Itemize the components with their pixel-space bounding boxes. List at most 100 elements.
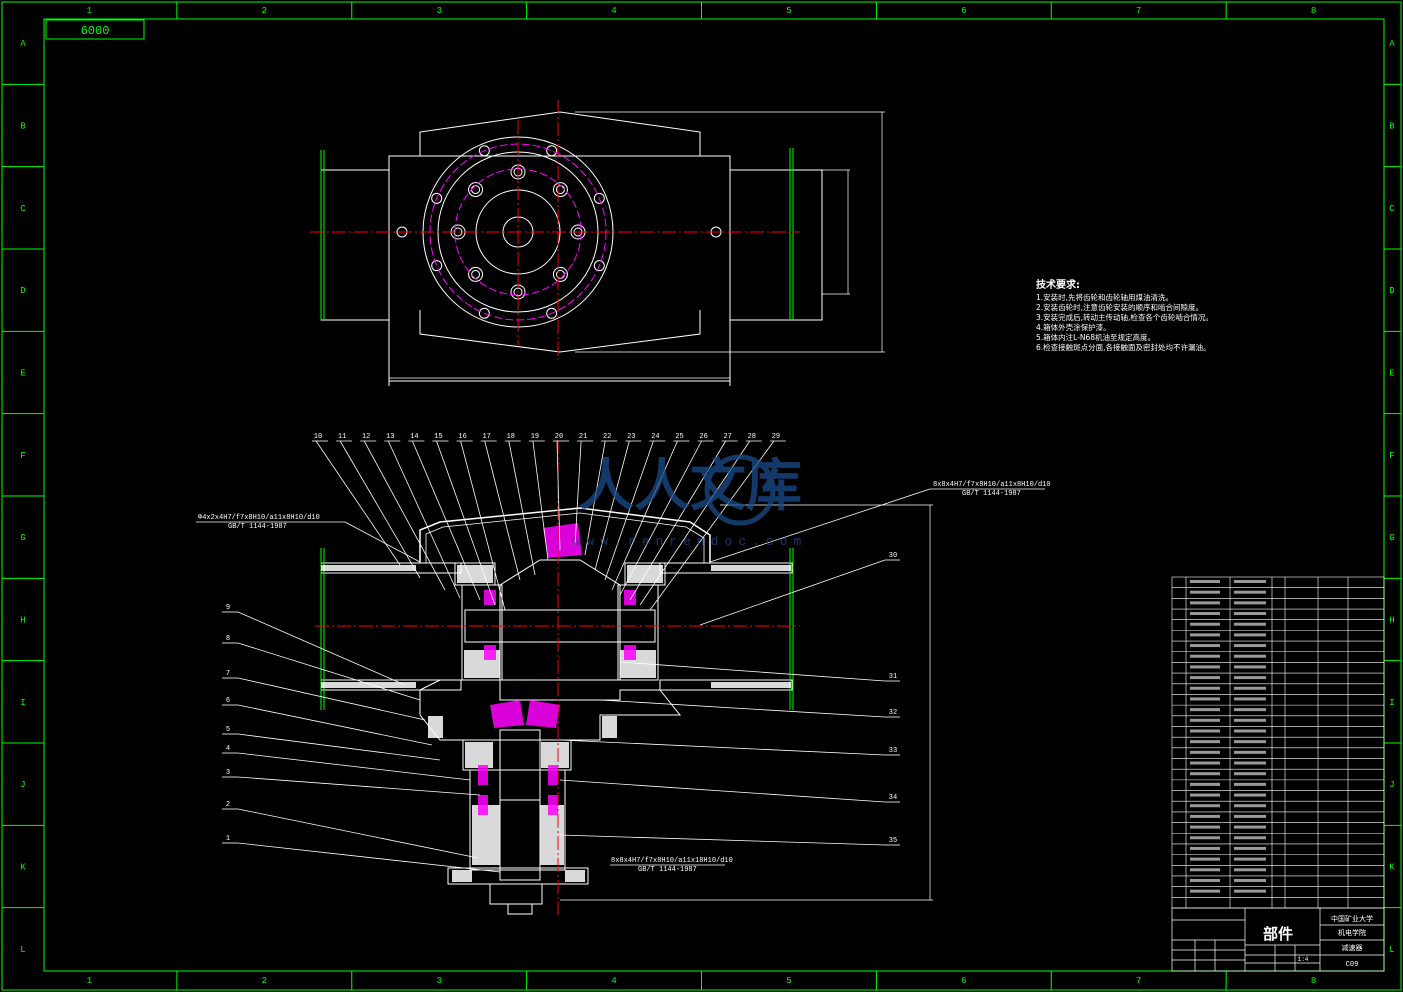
title-block-drawing-code: C09 <box>1346 961 1359 969</box>
fit-note-right-line2: GB/T 1144-1987 <box>962 490 1021 498</box>
grid-row-label: J <box>1389 780 1394 790</box>
leader-label: 34 <box>889 794 897 802</box>
bolt-hole <box>478 145 490 157</box>
fit-note-right-line1: 8x8x4H7/f7x8H10/a11x8H10/d10 <box>933 481 1051 489</box>
grid-row-label: C <box>20 204 26 214</box>
section-centerlines <box>315 440 800 915</box>
grid-col-label: 8 <box>1311 976 1316 986</box>
grid-col-label: 5 <box>786 976 791 986</box>
parts-list-table <box>1171 576 1385 909</box>
fit-note-bottom-line1: 8x8x4H7/f7x8H10/a11x18H10/d10 <box>611 857 733 865</box>
watermark: 人人文库 www.renrendoc.com <box>573 454 808 549</box>
leader-label: 28 <box>748 433 756 441</box>
grid-row-label: L <box>1389 945 1394 955</box>
bolt-hole-inner <box>468 266 484 282</box>
grid-col-label: 4 <box>611 976 616 986</box>
leader-label: 8 <box>226 635 230 643</box>
section-dimensions <box>560 504 933 901</box>
tech-req-line-2: 2.安装齿轮时,注意齿轮安装的顺序和啮合间隙度。 <box>1036 302 1203 312</box>
tech-req-line-6: 6.检查接触斑点分面,各接触面及密封处均不许漏油。 <box>1036 342 1211 352</box>
bolt-hole <box>431 260 443 272</box>
section-hatching <box>321 565 791 882</box>
grid-row-label: G <box>20 533 25 543</box>
leader-label: 24 <box>651 433 659 441</box>
leader-label: 16 <box>458 433 466 441</box>
leader-label: 1 <box>226 835 230 843</box>
grid-col-label: 7 <box>1136 976 1141 986</box>
fit-note-right: 8x8x4H7/f7x8H10/a11x8H10/d10 GB/T 1144-1… <box>930 481 1051 498</box>
grid-row-label: F <box>1389 451 1394 461</box>
leader-label: 4 <box>226 745 230 753</box>
leader-label: 11 <box>338 433 346 441</box>
grid-col-label: 1 <box>87 976 92 986</box>
grid-row-label: C <box>1389 204 1395 214</box>
grid-col-label: 1 <box>87 6 92 16</box>
leader-label: 10 <box>314 433 322 441</box>
grid-row-label: I <box>20 698 25 708</box>
title-block: 部件 中国矿业大学 机电学院 减速器 C09 1:4 <box>1171 907 1385 972</box>
grid-row-label: I <box>1389 698 1394 708</box>
leader-label: 2 <box>226 801 230 809</box>
watermark-url: www.renrendoc.com <box>573 534 808 549</box>
grid-row-label: G <box>1389 533 1394 543</box>
top-view <box>320 111 885 386</box>
leader-label: 12 <box>362 433 370 441</box>
grid-col-label: 4 <box>611 6 616 16</box>
section-gears <box>478 523 636 815</box>
drawing-number-text: 6000 <box>81 24 110 38</box>
bolt-hole-inner <box>552 266 568 282</box>
bolt-hole <box>593 192 605 204</box>
grid-col-label: 3 <box>436 976 441 986</box>
fit-note-left-line2: GB/T 1144-1987 <box>228 523 287 531</box>
leader-label: 9 <box>226 604 230 612</box>
fit-note-left-line1: Φ4x2x4H7/f7x8H10/a11x8H10/d10 <box>198 514 320 522</box>
leader-lines <box>222 440 931 873</box>
leader-label: 3 <box>226 769 230 777</box>
leader-label: 29 <box>772 433 780 441</box>
bolt-hole-core <box>471 185 481 195</box>
leader-label: 20 <box>555 433 563 441</box>
tech-req-line-1: 1.安装时,先将齿轮和齿轮轴用煤油清洗。 <box>1036 292 1173 302</box>
leader-label: 14 <box>410 433 418 441</box>
leader-label: 23 <box>627 433 635 441</box>
top-view-centerlines <box>310 100 800 360</box>
grid-row-label: K <box>1389 863 1395 873</box>
grid-row-label: D <box>20 286 25 296</box>
leader-label: 18 <box>507 433 515 441</box>
leader-label: 6 <box>226 697 230 705</box>
bolt-hole-inner <box>552 182 568 198</box>
tech-req-line-3: 3.安装完成后,转动主传动轴,检查各个齿轮啮合情况。 <box>1036 312 1213 322</box>
grid-row-label: L <box>20 945 25 955</box>
title-block-component-label: 部件 <box>1263 925 1293 943</box>
grid-row-label: A <box>1389 39 1395 49</box>
grid-col-label: 7 <box>1136 6 1141 16</box>
drawing-number-box: 6000 <box>45 19 145 40</box>
grid-row-label: J <box>20 780 25 790</box>
grid-col-label: 6 <box>961 976 966 986</box>
grid-row-label: A <box>20 39 26 49</box>
leader-label: 33 <box>889 747 897 755</box>
fit-note-left: Φ4x2x4H7/f7x8H10/a11x8H10/d10 GB/T 1144-… <box>196 514 345 531</box>
leader-label: 32 <box>889 709 897 717</box>
leader-label: 31 <box>889 673 897 681</box>
grid-row-label: H <box>20 616 25 626</box>
bolt-hole-inner <box>468 182 484 198</box>
bolt-hole <box>478 307 490 319</box>
tech-req-line-5: 5.箱体内注L-N68机油至规定高度。 <box>1036 332 1155 342</box>
bolt-hole <box>546 145 558 157</box>
title-block-institution-sub: 机电学院 <box>1338 928 1366 937</box>
title-block-scale: 1:4 <box>1298 956 1309 963</box>
leader-label: 22 <box>603 433 611 441</box>
bolt-hole <box>431 192 443 204</box>
bolt-hole-core <box>471 269 481 279</box>
grid-row-label: D <box>1389 286 1394 296</box>
leader-label: 35 <box>889 837 897 845</box>
grid-col-label: 2 <box>262 976 267 986</box>
leader-label: 7 <box>226 670 230 678</box>
fit-note-bottom-line2: GB/T 1144-1987 <box>638 866 697 874</box>
leader-label: 5 <box>226 726 230 734</box>
grid-row-label: B <box>20 122 26 132</box>
leader-label: 21 <box>579 433 587 441</box>
tech-req-title: 技术要求: <box>1036 278 1080 291</box>
